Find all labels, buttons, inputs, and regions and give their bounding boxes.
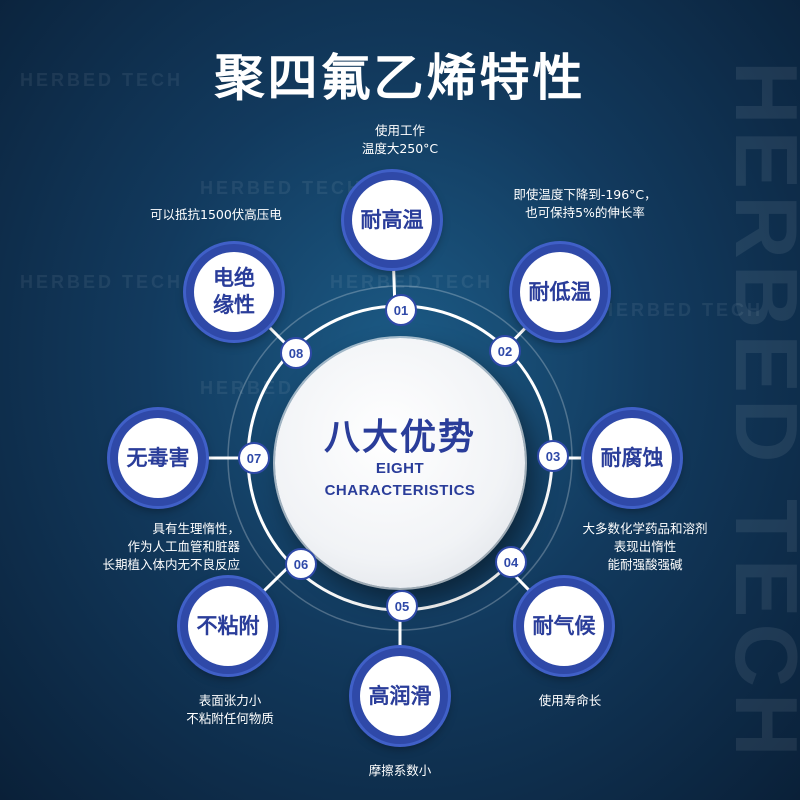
feature-label: 耐气候 (532, 613, 596, 638)
feature-label: 不粘附 (196, 613, 260, 638)
center-subtitle-line1: EIGHT (375, 460, 425, 477)
feature-node-05: 高润滑 (352, 648, 448, 744)
feature-number-02: 02 (489, 335, 521, 367)
watermark: HERBED TECH (330, 272, 494, 292)
feature-description-06: 表面张力小不粘附任何物质 (186, 693, 274, 726)
feature-description-05: 摩擦系数小 (368, 763, 432, 778)
feature-number-08: 08 (280, 337, 312, 369)
feature-node-02: 耐低温 (512, 244, 608, 340)
feature-label: 电绝缘性 (213, 266, 255, 317)
feature-number-06: 06 (285, 548, 317, 580)
feature-node-06: 不粘附 (180, 578, 276, 674)
feature-description-08: 可以抵抗1500伏高压电 (150, 207, 282, 222)
feature-number-04: 04 (495, 546, 527, 578)
watermark: HERBED TECH (200, 178, 364, 198)
feature-node-08: 电绝缘性 (186, 244, 282, 340)
feature-description-07: 具有生理惰性，作为人工血管和脏器长期植入体内无不良反应 (102, 521, 240, 572)
feature-label: 高润滑 (368, 683, 432, 708)
feature-label: 耐高温 (360, 207, 424, 232)
feature-node-01: 耐高温 (344, 172, 440, 268)
feature-number-03: 03 (537, 440, 569, 472)
feature-label: 耐腐蚀 (600, 445, 664, 470)
feature-node-03: 耐腐蚀 (584, 410, 680, 506)
feature-node-07: 无毒害 (110, 410, 206, 506)
feature-label: 耐低温 (528, 279, 592, 304)
feature-description-04: 使用寿命长 (538, 693, 602, 708)
watermark: HERBED TECH (20, 70, 184, 90)
feature-number-01: 01 (385, 294, 417, 326)
center-subtitle-line2: CHARACTERISTICS (324, 482, 476, 499)
feature-number-07: 07 (238, 442, 270, 474)
feature-description-01: 使用工作温度大250°C (361, 123, 439, 156)
feature-number-05: 05 (386, 590, 418, 622)
center-title: 八大优势 (323, 417, 476, 458)
watermark: HERBED TECH (600, 300, 764, 320)
center-badge: 八大优势 EIGHT CHARACTERISTICS (275, 338, 525, 588)
page-title: 聚四氟乙烯特性 (214, 49, 586, 107)
feature-node-04: 耐气候 (516, 578, 612, 674)
feature-description-03: 大多数化学药品和溶剂表现出惰性能耐强酸强碱 (582, 521, 708, 572)
watermark: HERBED TECH (20, 272, 184, 292)
feature-label: 无毒害 (126, 445, 190, 470)
feature-description-02: 即使温度下降到-196°C，也可保持5%的伸长率 (513, 187, 657, 220)
